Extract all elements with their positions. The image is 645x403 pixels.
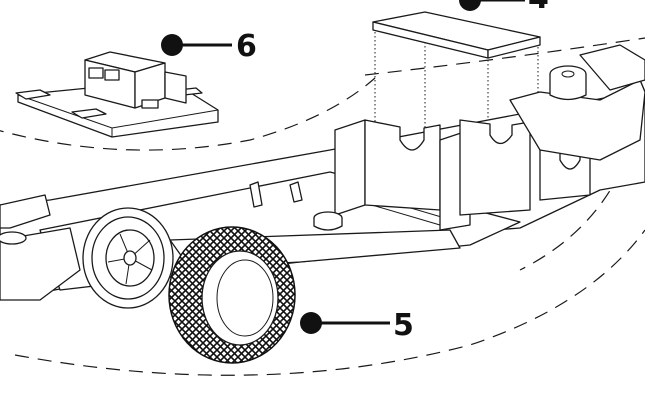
callout-4-label: 4 <box>528 0 549 16</box>
callout-5-label: 5 <box>393 308 414 343</box>
callout-5: 5 <box>300 308 414 343</box>
callout-6-label: 6 <box>236 29 257 64</box>
front-wheel <box>82 207 174 309</box>
callout-4: 4 <box>459 0 549 16</box>
control-board <box>15 51 219 138</box>
motion-arcs <box>0 37 645 376</box>
callout-6: 6 <box>161 29 257 64</box>
motor-mount-block <box>372 11 541 150</box>
rear-tyre <box>168 226 296 364</box>
